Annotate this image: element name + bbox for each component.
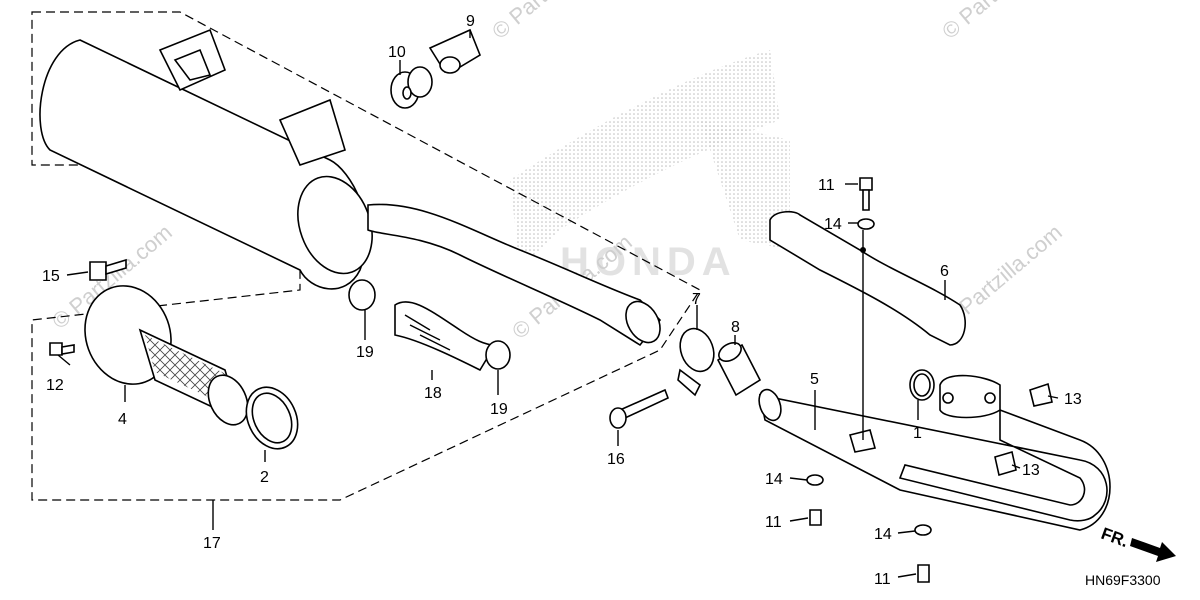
callout-11: 11 xyxy=(818,177,835,194)
callout-10: 10 xyxy=(388,44,406,61)
bolt-icon xyxy=(609,388,670,429)
callout-9: 9 xyxy=(466,13,475,30)
callout-13: 13 xyxy=(1022,462,1040,479)
front-direction-indicator: FR. xyxy=(1099,524,1176,562)
callout-13: 13 xyxy=(1064,391,1082,408)
callout-8: 8 xyxy=(731,319,740,336)
bolt-icon xyxy=(49,342,75,356)
callout-7: 7 xyxy=(692,291,701,308)
callout-11: 11 xyxy=(765,514,782,531)
bolt-icon xyxy=(89,258,127,281)
callout-17: 17 xyxy=(203,535,221,552)
callout-14: 14 xyxy=(824,216,842,233)
exhaust-pipe-icon xyxy=(367,203,662,347)
callout-14: 14 xyxy=(765,471,783,488)
front-label: FR. xyxy=(1099,524,1131,551)
spark-arrester-icon xyxy=(84,285,249,426)
exhaust-flange-icon xyxy=(939,374,1001,419)
callout-14: 14 xyxy=(874,526,892,543)
mount-rubber-icon xyxy=(390,66,433,109)
bolt-icon xyxy=(859,177,873,211)
callout-6: 6 xyxy=(940,263,949,280)
collar-bracket-icon xyxy=(428,28,481,74)
washer-icon xyxy=(857,218,875,230)
callout-12: 12 xyxy=(46,377,64,394)
callout-4: 4 xyxy=(118,411,127,428)
gasket-icon xyxy=(245,386,299,450)
nut-icon xyxy=(994,382,1053,477)
bolt-icon xyxy=(917,564,930,583)
brand-watermark: HONDA xyxy=(560,240,737,284)
callout-15: 15 xyxy=(42,268,60,285)
diagram-code: HN69F3300 xyxy=(1085,572,1161,588)
callout-16: 16 xyxy=(607,451,625,468)
leader-lines xyxy=(57,30,1059,578)
honda-wing-watermark: HONDA xyxy=(510,50,790,284)
heat-shield-icon xyxy=(769,210,966,346)
washer-icon xyxy=(914,524,932,536)
heat-shield-icon xyxy=(394,301,497,372)
callout-19: 19 xyxy=(490,401,508,418)
callout-2: 2 xyxy=(260,469,269,486)
washer-icon xyxy=(806,474,824,486)
muffler-icon xyxy=(39,28,373,290)
gasket-icon xyxy=(909,369,935,401)
bolt-icon xyxy=(809,509,822,526)
exhaust-pipe-icon xyxy=(758,388,1111,531)
callout-18: 18 xyxy=(424,385,442,402)
clamp-icon xyxy=(677,327,715,397)
callout-1: 1 xyxy=(913,425,922,442)
callout-11: 11 xyxy=(874,571,891,588)
collar-icon xyxy=(716,342,762,397)
watermark-text: © Partzilla.com xyxy=(487,0,617,44)
callout-labels: 1 2 4 5 6 7 8 9 10 11 11 11 12 13 13 14 … xyxy=(42,13,1082,588)
arrow-icon xyxy=(1130,538,1176,562)
callout-19: 19 xyxy=(356,344,374,361)
watermark-text: © Partzilla.com xyxy=(937,0,1067,44)
callout-5: 5 xyxy=(810,371,819,388)
clamp-icon xyxy=(348,279,511,370)
